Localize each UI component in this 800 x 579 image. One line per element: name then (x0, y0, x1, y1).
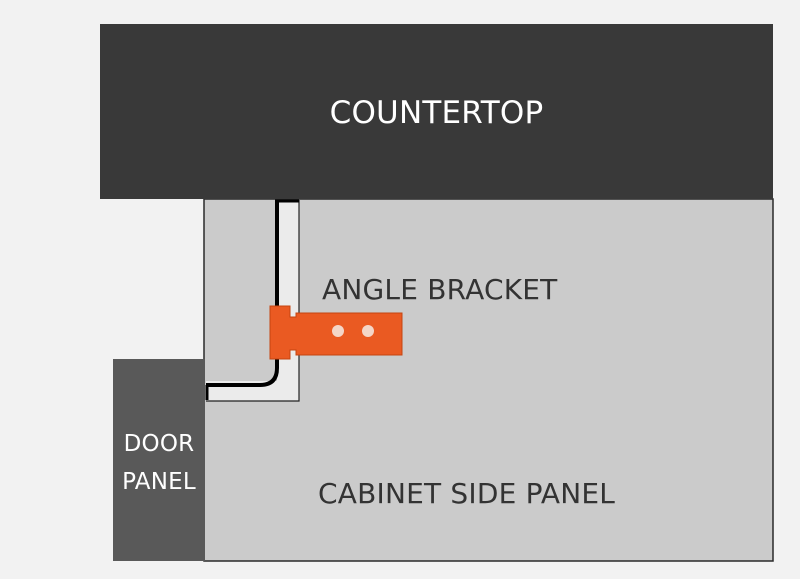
angle-bracket-label: ANGLE BRACKET (322, 273, 558, 306)
countertop-label: COUNTERTOP (329, 95, 544, 131)
gola-profile-inner-edge (206, 200, 300, 402)
screw-hole-icon (332, 325, 344, 337)
countertop (100, 24, 773, 199)
cabinet-side-panel-label: CABINET SIDE PANEL (318, 477, 616, 510)
door-panel (113, 359, 205, 561)
door-panel-label-line2: PANEL (122, 469, 196, 495)
gola-profile-outline (206, 200, 279, 387)
door-panel-label: DOOR PANEL (113, 425, 205, 501)
door-panel-label-line1: DOOR (123, 431, 195, 457)
profile-channel-vertical (277, 200, 299, 400)
screw-hole-icon (362, 325, 374, 337)
